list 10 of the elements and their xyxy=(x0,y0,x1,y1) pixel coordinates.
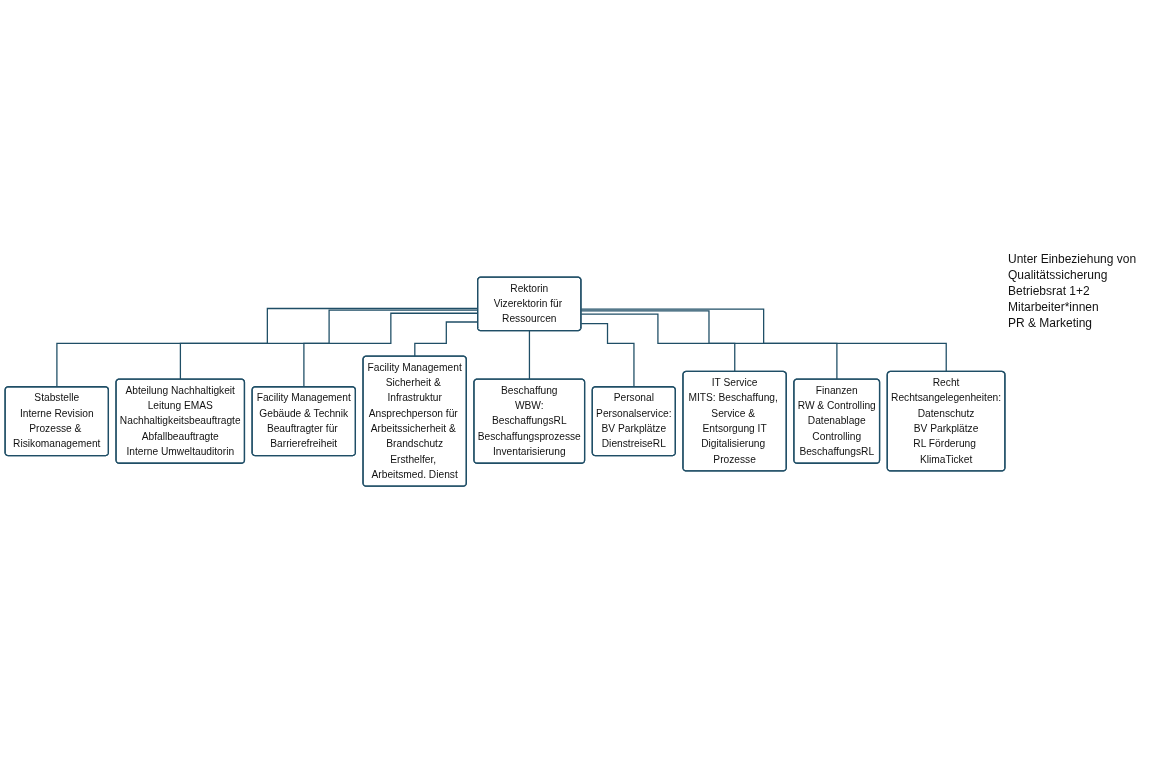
note-text: Qualitätssicherung xyxy=(1008,268,1109,282)
note-text: Unter Einbeziehung von xyxy=(1008,252,1138,266)
connector xyxy=(580,308,947,373)
connector xyxy=(580,322,635,388)
connector xyxy=(528,330,531,380)
note-text: Mitarbeiter*innen xyxy=(1008,300,1100,314)
connector xyxy=(580,313,736,373)
note-text: Betriebsrat 1+2 xyxy=(1008,284,1091,298)
connector xyxy=(580,310,838,380)
note-text: PR & Marketing xyxy=(1008,316,1094,330)
